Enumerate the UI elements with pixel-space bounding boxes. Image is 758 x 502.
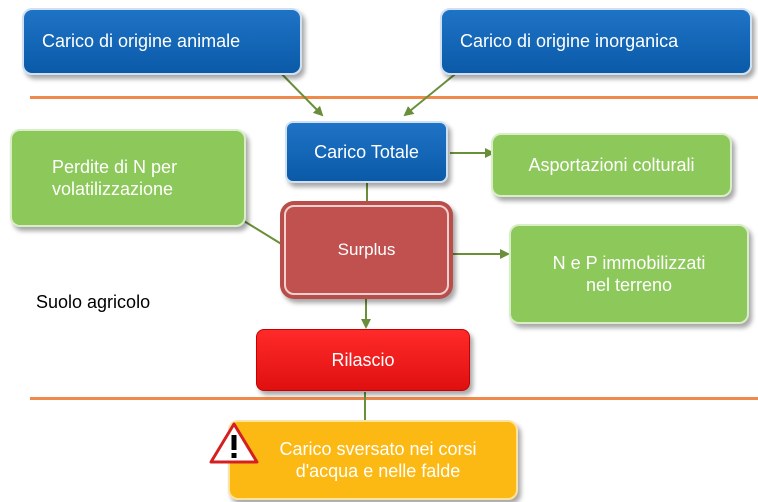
n-losses-label: Perdite di N per volatilizzazione	[52, 156, 178, 200]
discharged-load-label: Carico sversato nei corsi d'acqua e nell…	[279, 438, 477, 482]
inorganic-load-label: Carico di origine inorganica	[460, 31, 679, 52]
surplus-box-outer: Surplus	[280, 201, 453, 299]
warning-triangle-icon	[209, 422, 259, 464]
surplus-box-inner: Surplus	[284, 205, 449, 295]
n-losses-box: Perdite di N per volatilizzazione	[10, 129, 246, 227]
surplus-label: Surplus	[337, 240, 396, 259]
release-label: Rilascio	[331, 349, 395, 370]
immobilized-label: N e P immobilizzati nel terreno	[552, 252, 706, 296]
inorganic-load-box: Carico di origine inorganica	[440, 8, 752, 75]
crop-removal-box: Asportazioni colturali	[491, 133, 732, 197]
total-load-box: Carico Totale	[285, 121, 448, 183]
top-separator-line	[30, 96, 758, 99]
bottom-separator-line	[30, 397, 758, 400]
release-box: Rilascio	[256, 329, 470, 391]
immobilized-box: N e P immobilizzati nel terreno	[509, 224, 749, 324]
animal-load-label: Carico di origine animale	[42, 31, 241, 52]
total-load-label: Carico Totale	[314, 141, 419, 162]
discharged-load-box: Carico sversato nei corsi d'acqua e nell…	[228, 420, 518, 500]
animal-load-box: Carico di origine animale	[22, 8, 302, 75]
crop-removal-label: Asportazioni colturali	[528, 154, 695, 175]
agricultural-soil-label: Suolo agricolo	[36, 292, 151, 312]
